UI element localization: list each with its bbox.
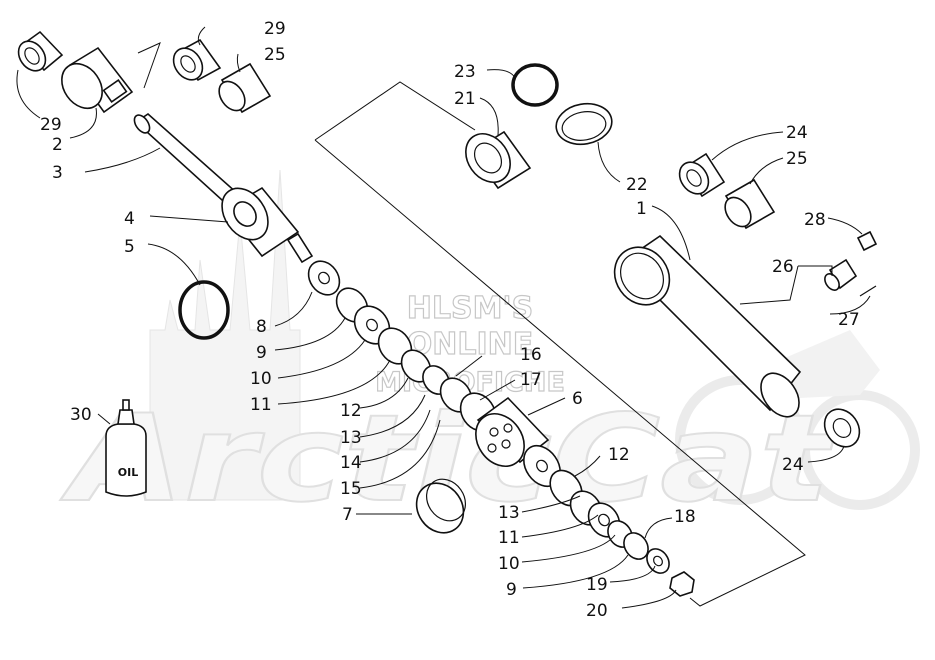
part-21-seal-head [465, 130, 532, 190]
label-4: 4 [124, 209, 135, 229]
label-17: 17 [520, 370, 542, 390]
part-28-valve-cap [856, 230, 878, 252]
part-30-oil-bottle: OIL [105, 399, 147, 497]
part-20-nut [669, 571, 695, 597]
label-11-left: 11 [250, 395, 272, 415]
part-25-sleeve-right [724, 178, 776, 230]
castle-watermark-icon [149, 169, 301, 501]
watermark-line2: ONLINE [407, 327, 534, 362]
part-25-sleeve-top [218, 62, 272, 114]
label-28: 28 [804, 210, 826, 230]
label-12-right: 12 [608, 445, 630, 465]
oil-bottle-label: OIL [118, 466, 138, 479]
label-16: 16 [520, 345, 542, 365]
label-11-right: 11 [498, 528, 520, 548]
part-5-o-ring [178, 280, 230, 340]
label-24-top: 24 [786, 123, 808, 143]
label-25-top: 25 [264, 45, 286, 65]
label-20: 20 [586, 601, 608, 621]
label-25-right: 25 [786, 149, 808, 169]
part-29-bushing-top [172, 38, 222, 82]
label-29-left: 29 [40, 115, 62, 135]
label-27: 27 [838, 310, 860, 330]
shim-stack-left [307, 260, 497, 432]
label-30: 30 [70, 405, 92, 425]
label-22: 22 [626, 175, 648, 195]
part-1-shock-body [613, 234, 802, 418]
label-18: 18 [674, 507, 696, 527]
part-29-seal-cap [17, 30, 64, 72]
part-27-valve-core [859, 285, 877, 297]
label-21: 21 [454, 89, 476, 109]
label-5: 5 [124, 237, 135, 257]
label-12-left: 12 [340, 401, 362, 421]
label-10-left: 10 [250, 369, 272, 389]
label-7: 7 [342, 505, 353, 525]
part-7-piston-ring [415, 478, 467, 534]
label-13-right: 13 [498, 503, 520, 523]
label-15: 15 [340, 479, 362, 499]
label-26: 26 [772, 257, 794, 277]
label-14: 14 [340, 453, 362, 473]
label-24-lower: 24 [782, 455, 804, 475]
assembly-frame-lines [314, 81, 806, 607]
label-9-right: 9 [506, 580, 517, 600]
label-8: 8 [256, 317, 267, 337]
label-1: 1 [636, 199, 647, 219]
part-labels: 29 25 29 2 3 4 5 8 9 10 11 12 13 14 15 7… [40, 19, 860, 621]
watermark-line1: HLSM'S [407, 291, 533, 326]
part-23-o-ring [511, 63, 559, 107]
part-4-shock-head [221, 186, 314, 264]
label-6: 6 [572, 389, 583, 409]
leader-lines [16, 26, 871, 609]
shim-stack-lower [523, 444, 670, 574]
part-22-retaining-ring [555, 102, 613, 146]
label-19: 19 [586, 575, 608, 595]
part-6-piston [475, 396, 550, 467]
label-2: 2 [52, 135, 63, 155]
part-24-bushing-lower [823, 408, 861, 448]
label-10-right: 10 [498, 554, 520, 574]
label-9-left: 9 [256, 343, 267, 363]
label-13-left: 13 [340, 428, 362, 448]
part-2-eyelet [61, 46, 134, 114]
label-3: 3 [52, 163, 63, 183]
watermark: ArcticCat HLSM'S ONLINE MICROFICHE [59, 169, 920, 530]
label-29-top: 29 [264, 19, 286, 39]
part-26-valve-assembly [824, 258, 858, 291]
part-24-bushing-right [678, 152, 726, 198]
label-23: 23 [454, 62, 476, 82]
